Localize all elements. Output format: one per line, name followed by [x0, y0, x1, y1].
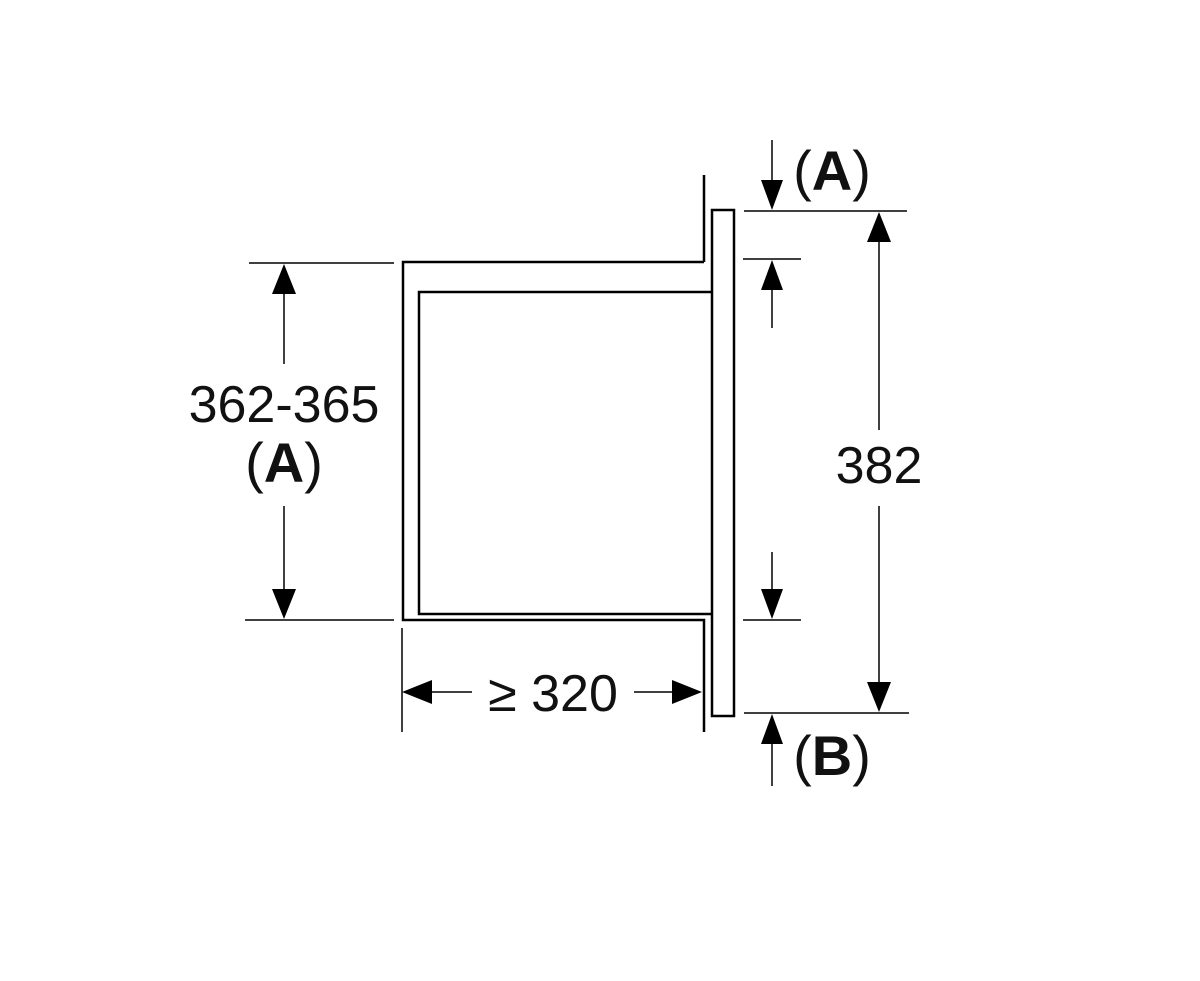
top-gap-marker	[744, 140, 907, 212]
depth-dimension-label: ≥ 320	[488, 665, 618, 723]
niche-outline	[401, 175, 711, 732]
svg-text:(A): (A)	[245, 431, 323, 494]
height-dimension-line	[245, 262, 394, 621]
bottom-note-label: (B)	[793, 724, 871, 787]
front-height-dimension-line	[867, 212, 891, 712]
svg-text:(A): (A)	[793, 139, 871, 202]
depth-dimension-line	[401, 628, 702, 732]
top-note-label: (A)	[793, 139, 871, 202]
front-height-dimension-label: 382	[836, 437, 923, 495]
height-dimension-label: 362-365	[189, 376, 380, 434]
bottom-offset-marks	[743, 552, 801, 621]
top-offset-marks	[743, 258, 801, 328]
bottom-gap-marker	[744, 712, 909, 786]
front-panel	[710, 208, 736, 718]
svg-text:(B): (B)	[793, 724, 871, 787]
height-note-label: (A)	[245, 431, 323, 494]
